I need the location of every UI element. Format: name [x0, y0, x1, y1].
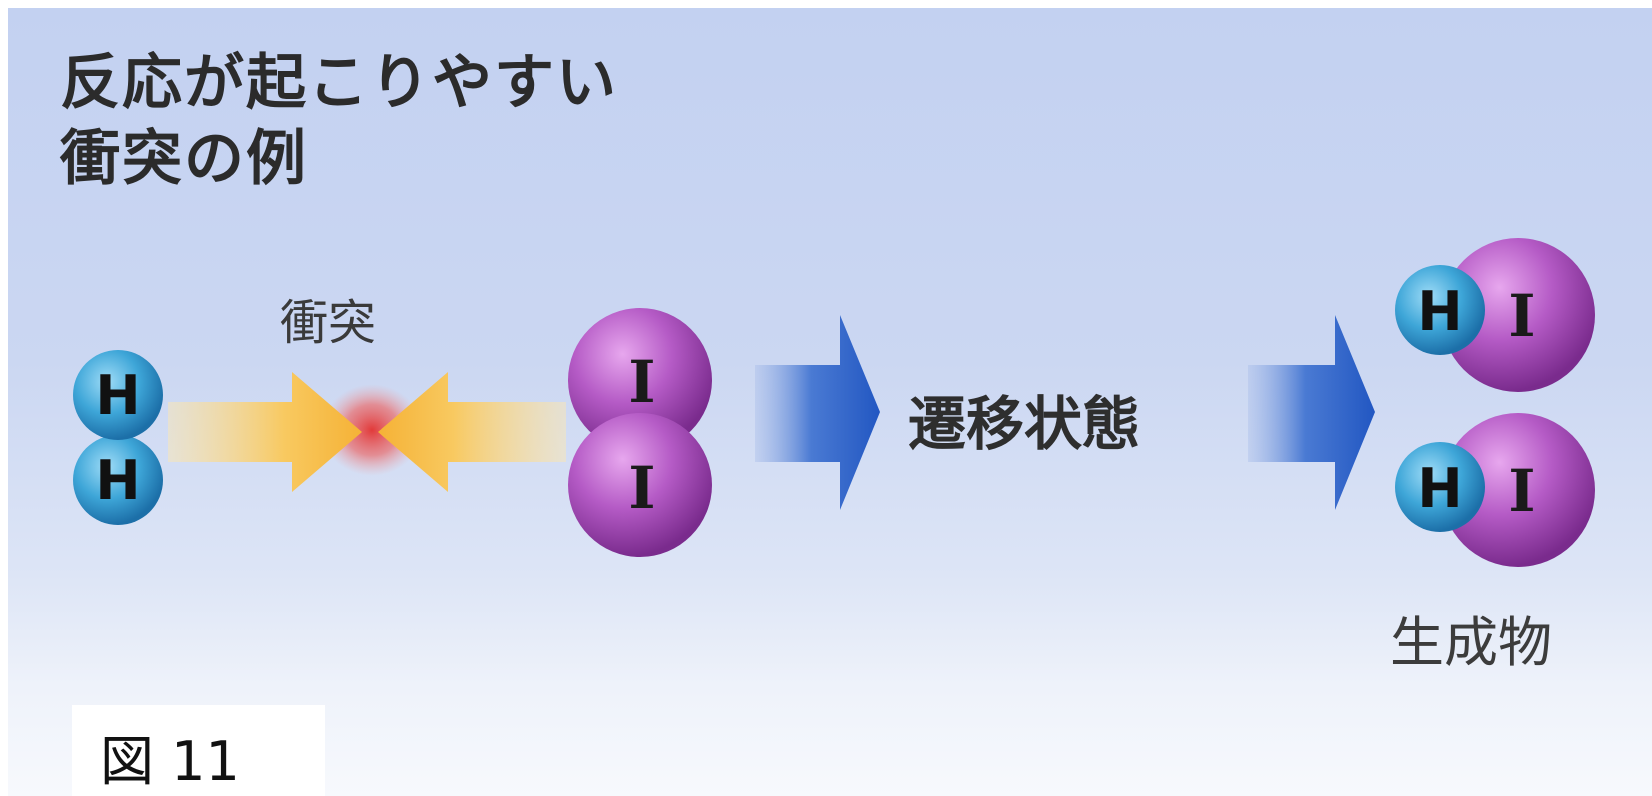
- hydrogen-atom: [73, 350, 163, 440]
- collision-label: 衝突: [280, 295, 377, 351]
- hydrogen-symbol: H: [95, 449, 140, 512]
- title-line-1: 反応が起こりやすい: [60, 48, 618, 118]
- hydrogen-atom: [73, 435, 163, 525]
- title-line-2: 衝突の例: [60, 124, 308, 194]
- collision-arrow-right: [168, 372, 362, 492]
- iodine-symbol: I: [1508, 457, 1535, 525]
- diagram-title: 反応が起こりやすい 衝突の例: [60, 45, 618, 197]
- hydrogen-symbol: H: [95, 364, 140, 427]
- figure-number: 図 11: [100, 730, 240, 793]
- hydrogen-symbol: H: [1417, 280, 1462, 343]
- collision-impact-glow: [322, 384, 422, 476]
- iodine-atom: [1441, 238, 1595, 392]
- iodine-atom: [1441, 413, 1595, 567]
- iodine-symbol: I: [628, 348, 655, 416]
- iodine-symbol: I: [628, 454, 655, 522]
- product-molecule-hi: H I: [1395, 413, 1595, 567]
- figure-label-box: [72, 705, 325, 796]
- iodine-atom: [568, 413, 712, 557]
- hydrogen-symbol: H: [1417, 457, 1462, 520]
- transition-state-label: 遷移状態: [908, 390, 1141, 458]
- collision-arrow-left: [378, 372, 566, 492]
- process-arrow-to-transition: [755, 315, 880, 510]
- iodine-molecule: I I: [568, 308, 712, 557]
- hydrogen-molecule: H H: [73, 350, 163, 525]
- hydrogen-atom: [1395, 265, 1485, 355]
- process-arrow-to-product: [1248, 315, 1375, 510]
- product-molecule-hi: H I: [1395, 238, 1595, 392]
- iodine-symbol: I: [1508, 282, 1535, 350]
- hydrogen-atom: [1395, 442, 1485, 532]
- product-label: 生成物: [1390, 611, 1552, 674]
- iodine-atom: [568, 308, 712, 452]
